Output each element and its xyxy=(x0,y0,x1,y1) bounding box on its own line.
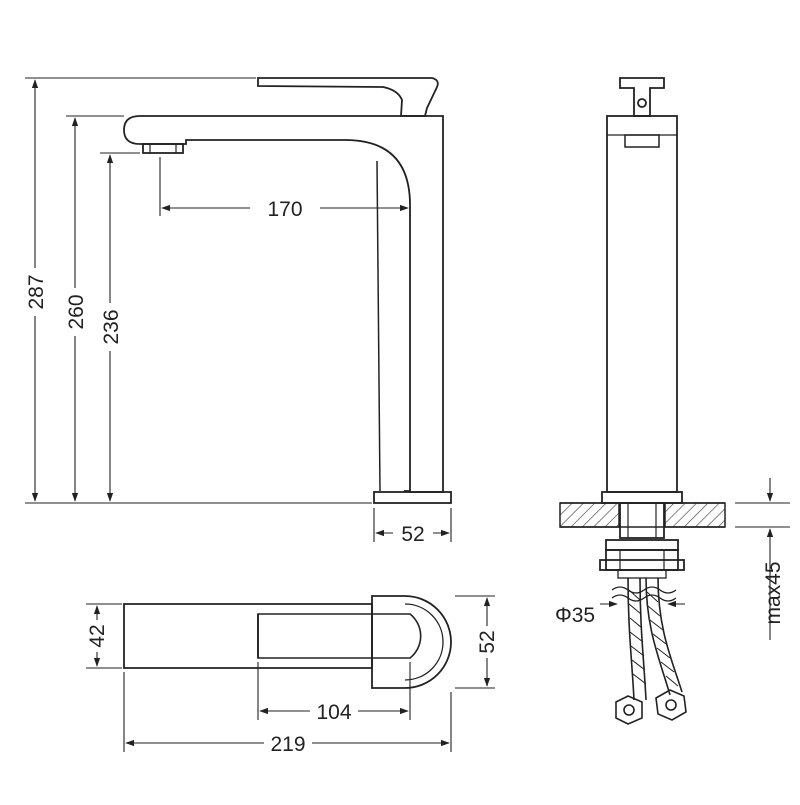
front-handle xyxy=(619,77,665,117)
front-view xyxy=(599,77,685,579)
side-view xyxy=(123,77,452,504)
shank-diameter-label: Φ35 xyxy=(555,604,595,627)
base-width-label: 52 xyxy=(401,523,424,546)
handle-base-height-label: 260 xyxy=(65,294,88,329)
hose-fitting-right xyxy=(655,689,687,721)
supply-hoses xyxy=(611,577,687,725)
overall-height-label: 287 xyxy=(25,274,48,309)
handle-width-label: 52 xyxy=(476,630,499,653)
front-body xyxy=(606,115,678,493)
top-view-dimensions xyxy=(86,595,495,752)
handle-lever xyxy=(257,77,439,117)
side-view-dimensions xyxy=(25,77,452,542)
handle-length-label: 104 xyxy=(316,701,351,724)
hose-fitting-left xyxy=(615,695,643,725)
overall-length-label: 219 xyxy=(270,733,305,756)
faucet-body xyxy=(123,115,444,493)
outlet-height-label: 236 xyxy=(100,309,123,344)
front-view-dimensions xyxy=(600,478,790,640)
top-view xyxy=(123,595,452,689)
front-base xyxy=(601,491,683,504)
body-width-label: 42 xyxy=(86,624,109,647)
spout-reach-label: 170 xyxy=(267,198,302,221)
mounting-nut xyxy=(605,539,679,551)
top-handle xyxy=(371,595,452,689)
max-deck-thickness-label: max45 xyxy=(762,561,785,624)
shank xyxy=(619,502,665,539)
aerator xyxy=(142,143,184,154)
faucet-base xyxy=(373,491,452,504)
mounting-deck xyxy=(559,502,726,528)
